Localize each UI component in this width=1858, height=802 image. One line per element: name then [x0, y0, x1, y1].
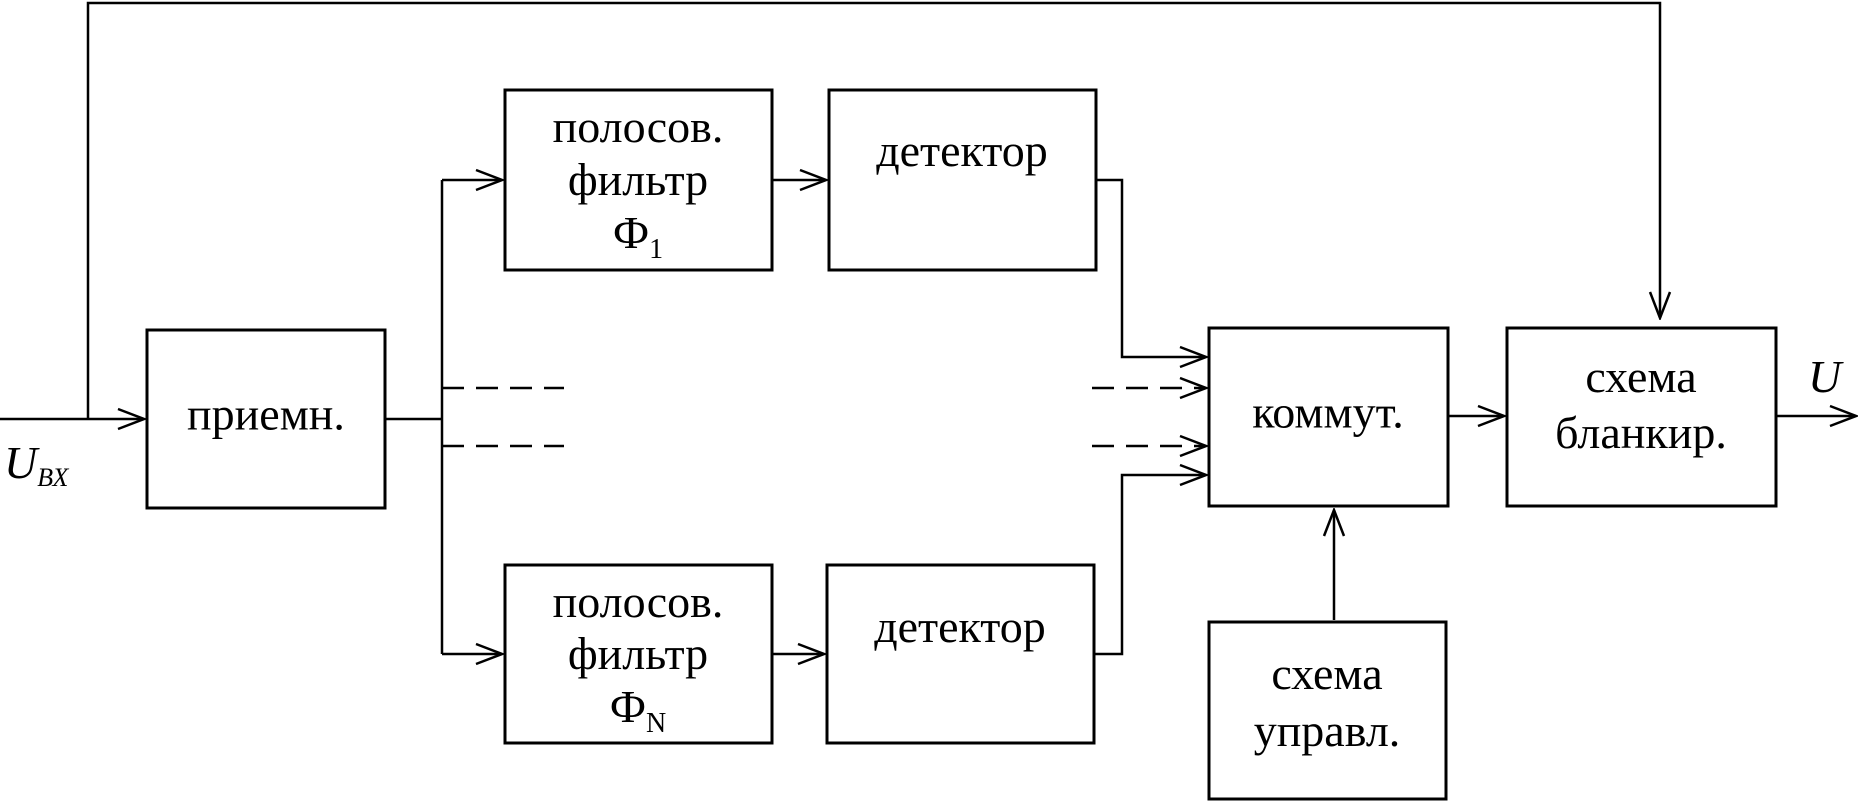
filter1-label-line2: фильтр — [568, 154, 708, 205]
receiver-label: приемн. — [187, 389, 345, 440]
output-signal-label: U — [1808, 351, 1844, 402]
filter1-symbol: Ф1 — [613, 207, 663, 265]
detector-1-block: детектор — [827, 88, 1098, 272]
blanking-label-line2: бланкир. — [1555, 407, 1727, 458]
detectorN-to-commutator-wire — [1094, 475, 1206, 656]
filterN-label-line2: фильтр — [568, 628, 708, 679]
control-label-line1: схема — [1271, 648, 1382, 699]
blanking-circuit-block: схема бланкир. — [1505, 326, 1778, 508]
filterN-label-line1: полосов. — [553, 576, 724, 627]
commutator-label: коммут. — [1252, 387, 1404, 438]
detector1-label: детектор — [876, 125, 1048, 176]
bypass-wire — [86, 1, 1660, 419]
filterN-symbol: ФN — [610, 681, 667, 739]
bandpass-filter-1-block: полосов. фильтр Ф1 — [503, 88, 774, 272]
control-circuit-block: схема управл. — [1207, 620, 1448, 801]
detectorN-label: детектор — [874, 601, 1046, 652]
detector-n-block: детектор — [825, 563, 1096, 745]
commutator-block: коммут. — [1207, 326, 1450, 508]
receiver-block: приемн. — [145, 328, 387, 510]
detector1-to-commutator-wire — [1096, 178, 1206, 357]
filter1-label-line1: полосов. — [553, 101, 724, 152]
input-signal-label: UВХ — [4, 437, 69, 492]
bandpass-filter-n-block: полосов. фильтр ФN — [503, 563, 774, 745]
blanking-label-line1: схема — [1585, 351, 1696, 402]
control-label-line2: управл. — [1254, 705, 1401, 756]
